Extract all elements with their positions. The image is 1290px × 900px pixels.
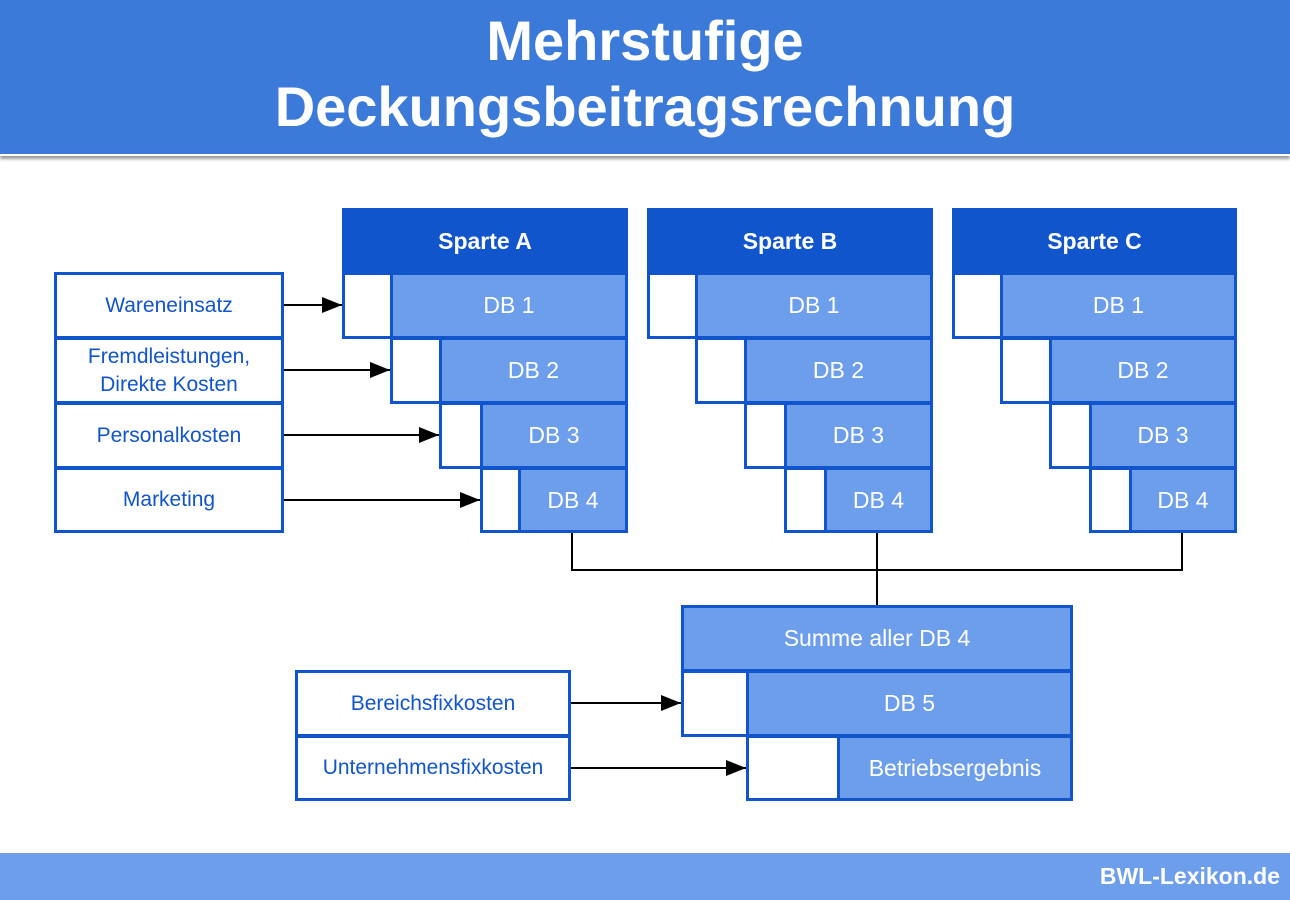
sparte-a-db3: DB 3 xyxy=(480,402,628,469)
cost-fremdleistungen: Fremdleistungen, Direkte Kosten xyxy=(54,337,284,404)
sparte-a-db2: DB 2 xyxy=(439,337,628,404)
sparte-c-db2: DB 2 xyxy=(1049,337,1237,404)
sparte-a-gap-4 xyxy=(480,467,521,533)
title-line-2: Deckungsbeitragsrechnung xyxy=(274,75,1016,138)
sparte-b-gap-2 xyxy=(695,337,747,404)
cost-unternehmensfixkosten: Unternehmensfixkosten xyxy=(295,735,571,801)
sparte-a-gap-1 xyxy=(342,272,393,339)
sparte-a-gap-2 xyxy=(390,337,442,404)
cost-personalkosten: Personalkosten xyxy=(54,402,284,469)
sum-all-db4: Summe aller DB 4 xyxy=(681,605,1073,672)
sparte-b-db1: DB 1 xyxy=(695,272,933,339)
sparte-b-header: Sparte B xyxy=(647,208,933,274)
sparte-a-gap-3 xyxy=(439,402,483,469)
db5: DB 5 xyxy=(746,670,1073,737)
sparte-b-db3: DB 3 xyxy=(784,402,933,469)
sparte-b-gap-1 xyxy=(647,272,698,339)
footer-bar: BWL-Lexikon.de xyxy=(0,853,1290,900)
summary-gap-2 xyxy=(746,735,840,801)
sparte-b-gap-3 xyxy=(744,402,787,469)
sparte-c-db3: DB 3 xyxy=(1089,402,1237,469)
title-line-1: Mehrstufige xyxy=(486,9,804,72)
title-banner: Mehrstufige Deckungsbeitragsrechnung xyxy=(0,0,1290,156)
sparte-a-db1: DB 1 xyxy=(390,272,628,339)
sparte-b-db4: DB 4 xyxy=(824,467,933,533)
summary-gap-1 xyxy=(681,670,749,737)
sparte-c-header: Sparte C xyxy=(952,208,1237,274)
cost-bereichsfixkosten: Bereichsfixkosten xyxy=(295,670,571,737)
sparte-a-header: Sparte A xyxy=(342,208,628,274)
sparte-c-db4: DB 4 xyxy=(1129,467,1237,533)
merge-connector xyxy=(571,532,1183,605)
sparte-b-db2: DB 2 xyxy=(744,337,933,404)
sparte-c-gap-4 xyxy=(1089,467,1132,533)
cost-marketing: Marketing xyxy=(54,467,284,533)
sparte-c-gap-3 xyxy=(1049,402,1092,469)
sparte-c-gap-1 xyxy=(952,272,1003,339)
sparte-c-gap-2 xyxy=(1000,337,1052,404)
sparte-a-db4: DB 4 xyxy=(518,467,628,533)
cost-wareneinsatz: Wareneinsatz xyxy=(54,272,284,339)
sparte-c-db1: DB 1 xyxy=(1000,272,1237,339)
sparte-b-gap-4 xyxy=(784,467,827,533)
brand-label: BWL-Lexikon.de xyxy=(1099,863,1280,889)
betriebsergebnis: Betriebsergebnis xyxy=(837,735,1073,801)
